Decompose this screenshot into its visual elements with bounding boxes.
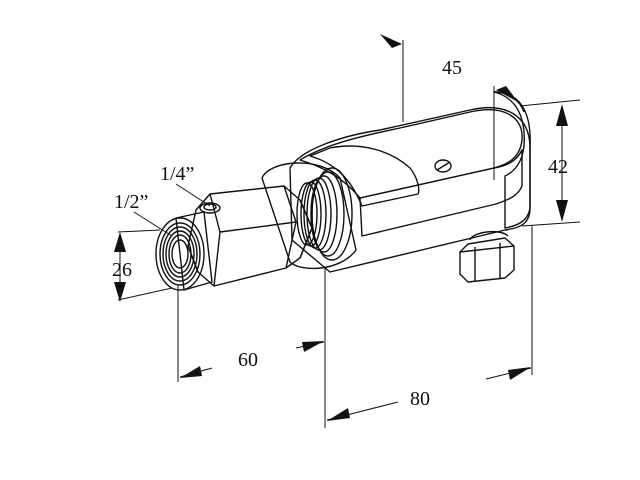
label-26: 26 [112,259,132,281]
thread-leaders [133,183,211,237]
dimension-arrows [114,34,568,421]
inlet-port [155,211,213,291]
extension-lines [117,40,581,428]
hex-body [187,185,313,287]
label-45: 45 [442,57,462,79]
label-42: 42 [548,156,568,178]
label-thread-quarter: 1/4” [160,163,194,185]
label-80: 80 [410,388,430,410]
threaded-collar [261,162,357,270]
dimension-labels: 45 42 1/4” 1/2” 26 60 80 [112,57,568,410]
label-thread-half: 1/2” [114,191,148,213]
label-60: 60 [238,349,258,371]
